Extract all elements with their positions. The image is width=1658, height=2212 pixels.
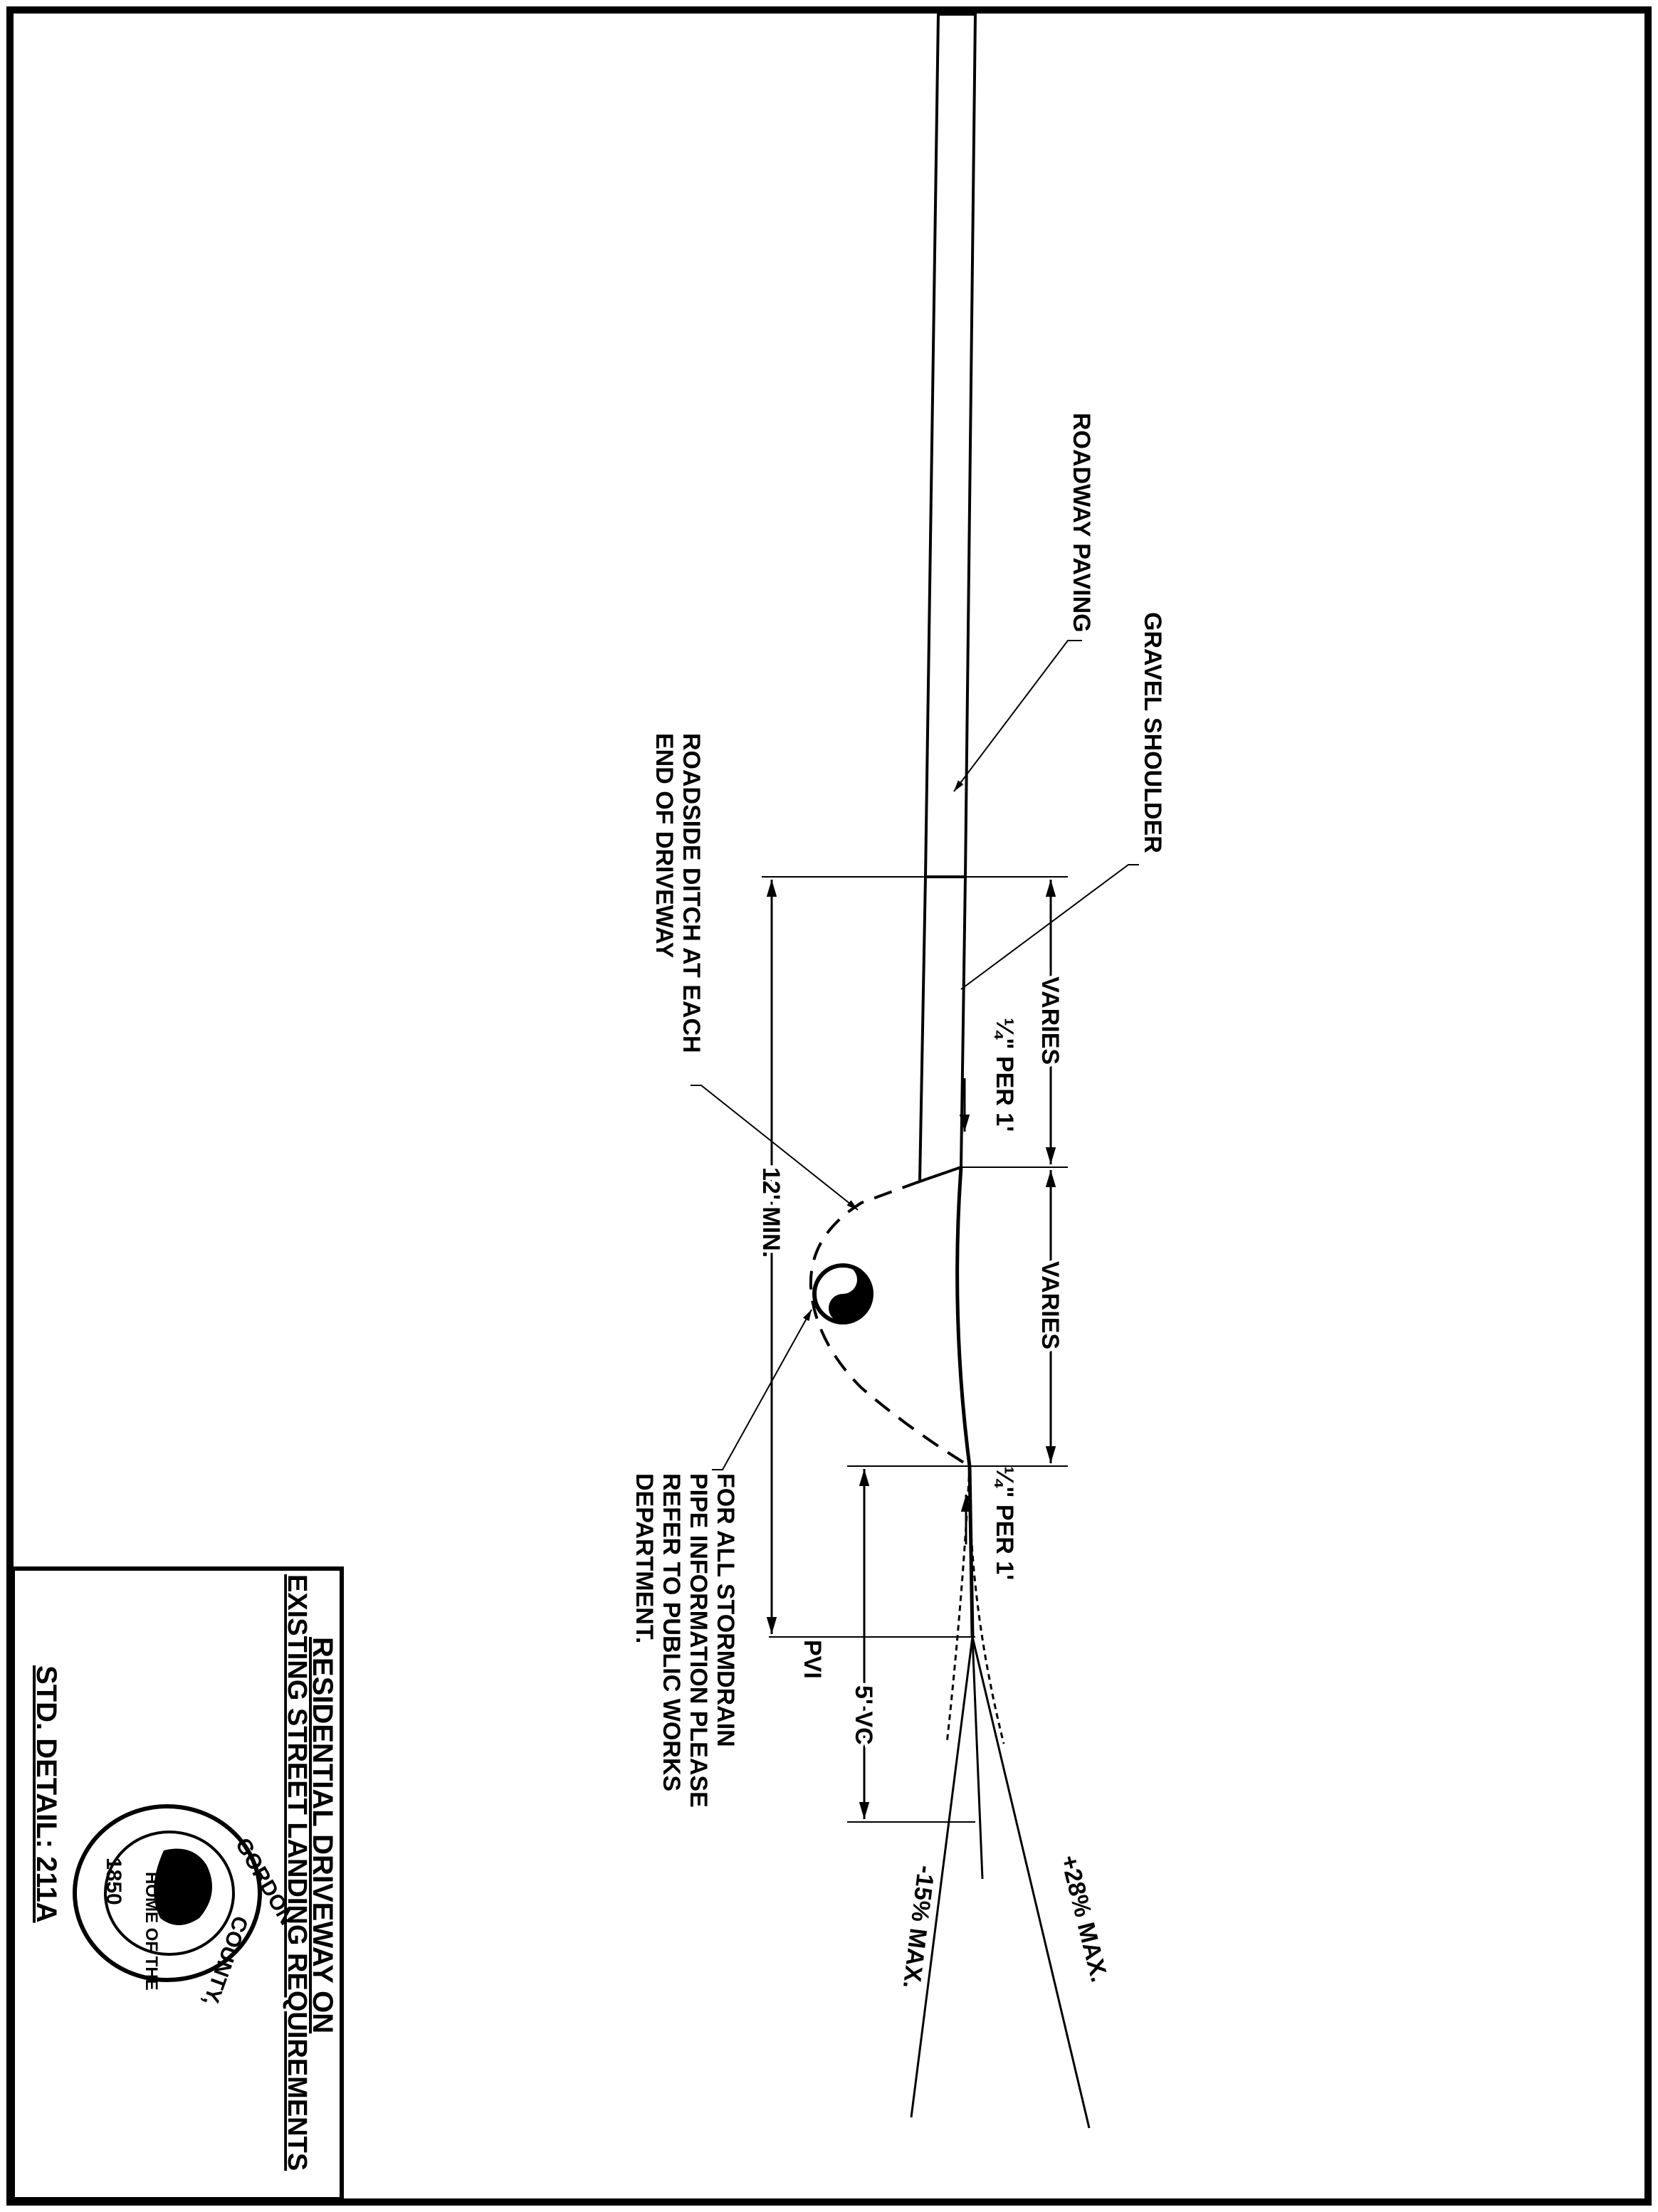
label-grade-up: +28% MAX. [1055,1853,1113,1985]
gravel-shoulder-section [918,875,967,1184]
vertical-curve-2 [945,1465,971,1744]
label-grade-down: -15% MAX. [898,1864,940,1990]
label-ditch-line1: ROADSIDE DITCH AT EACH [678,733,705,1053]
leader-gravel-shoulder [960,864,1139,990]
leader-pipe [712,1309,812,1470]
vertical-curve [968,1465,1005,1744]
leader-roadway-paving [953,640,1082,792]
centerline [971,1636,984,1880]
leader-ditch [691,1085,859,1211]
label-5-vc: 5' VC [850,1685,877,1745]
label-slope-2: ¼" PER 1' [991,1466,1018,1580]
label-varies-1: VARIES [1037,976,1064,1065]
label-ditch-line2: END OF DRIVEWAY [651,733,678,958]
pipe-note-line1: FOR ALL STORMDRAIN [712,1473,739,1747]
roadside-ditch [809,1180,971,1468]
pipe-note-line2: PIPE INFORMATION PLEASE [685,1473,712,1808]
svg-text:HOME OF THE: HOME OF THE [142,1872,161,1991]
label-varies-2: VARIES [1037,1261,1064,1349]
label-slope-1: ¼" PER 1' [991,1018,1018,1132]
ground-line [955,1166,975,1638]
roadway-paving-section [923,13,977,878]
label-gravel-shoulder: GRAVEL SHOULDER [1139,612,1166,853]
gordon-county-seal-logo: HOME OF THE 1850 GORDON COUNTY, [73,1804,299,2009]
grade-line-down [910,1636,974,2118]
sheet-border [6,6,1652,2206]
grade-line-up [971,1636,1091,2129]
label-pvi: PVI [799,1640,826,1679]
title-line2: EXISTING STREET LANDING REQUIREMENTS [282,1574,312,2171]
detail-number: STD. DETAIL: 211A [31,1665,62,1923]
label-roadway-paving: ROADWAY PAVING [1068,413,1095,633]
seal-year: 1850 [102,1858,125,1905]
label-12-min: 12' MIN. [757,1167,785,1258]
title-line1: RESIDENTIAL DRIVEWAY ON [307,1637,338,2033]
pipe-note-line3: REFER TO PUBLIC WORKS [658,1473,685,1791]
stormdrain-pipe-icon [812,1263,873,1324]
pipe-note-line4: DEPARTMENT. [631,1473,658,1643]
title-block [11,1566,344,2201]
